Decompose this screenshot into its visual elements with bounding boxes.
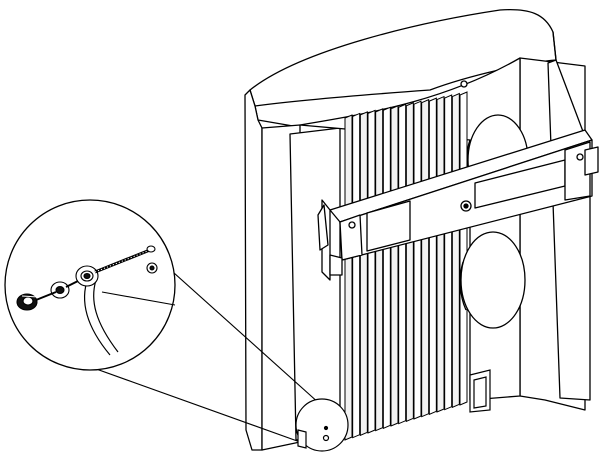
heat-sink-fins	[344, 91, 468, 441]
heat-sink-fin	[459, 91, 468, 406]
heat-sink-fin	[382, 106, 391, 430]
wall-mounting-bracket	[317, 80, 599, 281]
heat-sink-fin	[359, 111, 368, 437]
heat-sink-fin	[390, 105, 399, 427]
heat-sink-fin	[436, 95, 445, 413]
heat-sink-fin	[352, 112, 361, 439]
heat-sink-fin	[451, 92, 460, 409]
cooling-fan-lower	[459, 231, 526, 329]
nut	[146, 262, 158, 274]
heat-sink-fin	[428, 97, 437, 416]
spring-washer	[50, 281, 70, 299]
heat-sink-fin	[367, 109, 376, 434]
flat-washer	[75, 265, 99, 287]
heat-sink-fin	[398, 103, 407, 425]
heat-sink-fin	[405, 101, 414, 423]
heat-sink-fin	[444, 94, 453, 411]
heat-sink-fin	[375, 108, 384, 432]
threaded-bolt	[94, 245, 156, 274]
grounding-point-marker	[295, 398, 349, 452]
grounding-screw-detail	[4, 199, 176, 371]
heat-sink-fin	[413, 100, 422, 420]
screw-head	[16, 293, 39, 311]
bottom-connector	[469, 369, 491, 413]
heat-sink-fin	[344, 114, 353, 441]
heat-sink-fin	[421, 98, 430, 418]
